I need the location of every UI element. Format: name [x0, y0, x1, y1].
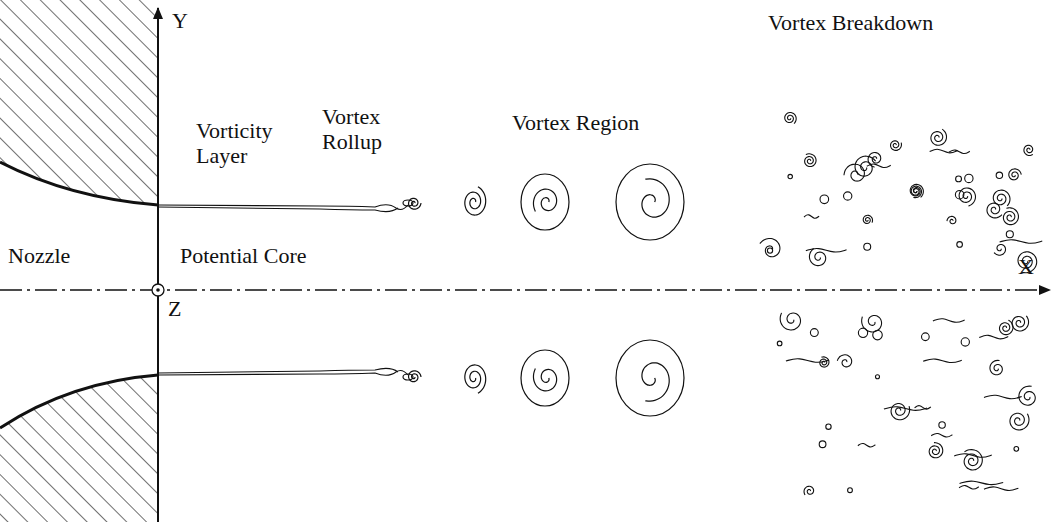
- region-label: Vortex Breakdown: [768, 10, 988, 35]
- region-label: Y: [172, 8, 212, 33]
- vorticity-layer: [158, 205, 408, 376]
- nozzle-wall: [0, 375, 158, 522]
- region-label: Vortex Rollup: [322, 104, 422, 155]
- nozzle-wall: [0, 0, 158, 205]
- region-label: Z: [168, 296, 198, 321]
- z-axis-origin: [156, 288, 160, 292]
- vortex-spirals: [403, 164, 684, 416]
- region-label: Vorticity Layer: [196, 118, 306, 169]
- region-label: Potential Core: [180, 243, 350, 268]
- region-label: Vortex Region: [512, 110, 682, 135]
- region-label: Nozzle: [8, 243, 98, 268]
- y-axis: [157, 8, 159, 522]
- vortex-breakdown-eddies: [760, 113, 1042, 495]
- nozzle-contour: [0, 375, 158, 428]
- nozzle-contour: [0, 162, 158, 205]
- z-axis-origin: [152, 284, 164, 296]
- region-label: X: [1018, 254, 1048, 279]
